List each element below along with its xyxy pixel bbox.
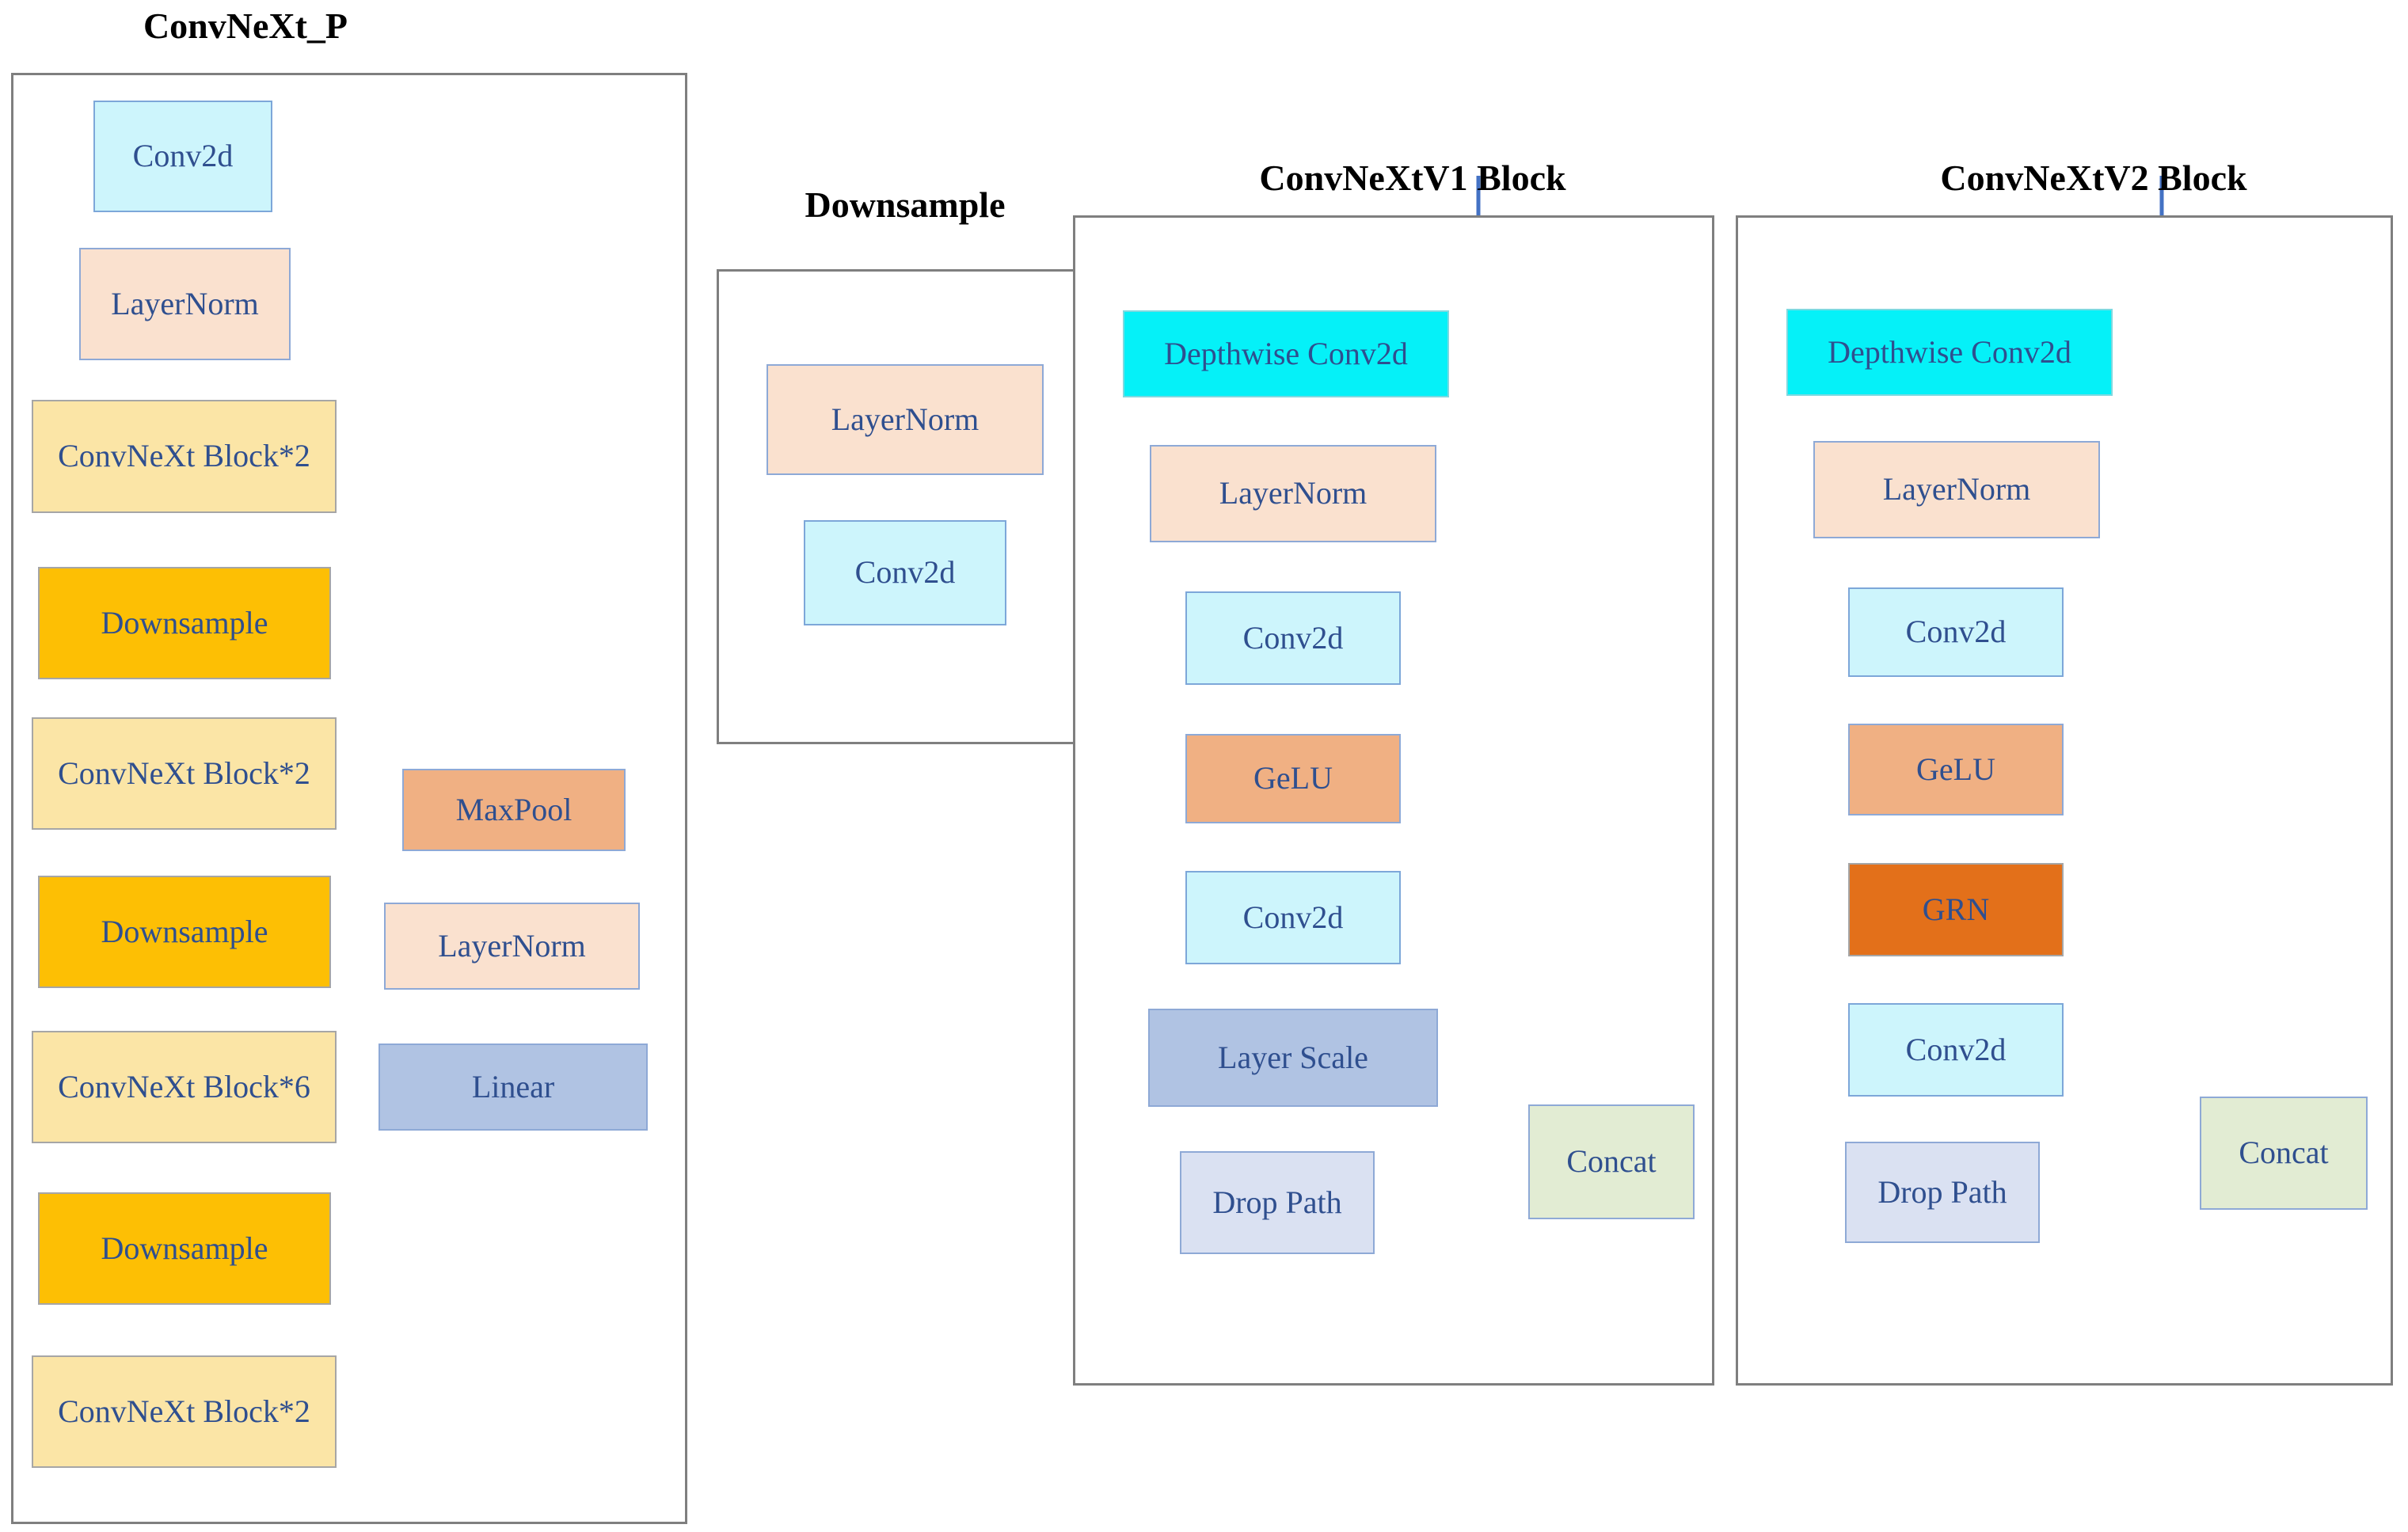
node-label: ConvNeXt Block*2 [58,1393,310,1429]
panel-title-convnextv1-block: ConvNeXtV1 Block [1259,158,1566,198]
node-label: Conv2d [1242,619,1344,656]
node-label: Downsample [101,604,268,641]
node-v2-gelu[interactable]: GeLU [1848,724,2064,815]
node-label: Concat [2239,1135,2329,1171]
node-v2-conv2d-2[interactable]: Conv2d [1848,1003,2064,1097]
node-ds-conv2d[interactable]: Conv2d [804,520,1006,625]
node-v2-grn[interactable]: GRN [1848,863,2064,956]
node-label: Downsample [101,913,268,949]
node-label: Linear [471,1068,555,1104]
node-v1-conv2d-2[interactable]: Conv2d [1185,871,1401,964]
node-label: Layer Scale [1218,1039,1368,1075]
node-label: GeLU [1916,751,1995,787]
node-layernorm[interactable]: LayerNorm [79,248,291,360]
node-label: GeLU [1253,760,1333,796]
node-label: LayerNorm [1882,471,2031,507]
node-maxpool[interactable]: MaxPool [402,769,626,851]
node-label: Conv2d [1905,1031,2007,1067]
panel-title-downsample: Downsample [805,184,1006,225]
panel-downsample [717,269,1090,744]
node-v1-layer-scale[interactable]: Layer Scale [1148,1009,1438,1107]
node-label: Conv2d [132,138,234,174]
node-downsample-1[interactable]: Downsample [38,567,331,679]
node-label: Downsample [101,1230,268,1266]
node-conv2d[interactable]: Conv2d [93,101,272,212]
node-label: LayerNorm [831,401,980,437]
node-v1-layernorm[interactable]: LayerNorm [1150,445,1436,542]
node-label: Depthwise Conv2d [1828,333,2071,370]
node-v2-drop-path[interactable]: Drop Path [1845,1142,2040,1243]
node-v1-conv2d-1[interactable]: Conv2d [1185,591,1401,685]
node-label: LayerNorm [111,285,259,321]
node-ds-layernorm[interactable]: LayerNorm [767,364,1044,475]
node-v1-concat[interactable]: Concat [1528,1104,1695,1219]
node-downsample-3[interactable]: Downsample [38,1192,331,1305]
node-v2-conv2d-1[interactable]: Conv2d [1848,587,2064,677]
panel-title-convnextv2-block: ConvNeXtV2 Block [1940,158,2247,198]
node-label: Depthwise Conv2d [1164,335,1408,371]
node-label: GRN [1922,891,1990,927]
node-v2-depthwise-conv2d[interactable]: Depthwise Conv2d [1786,309,2113,396]
node-label: ConvNeXt Block*2 [58,438,310,474]
node-v2-concat[interactable]: Concat [2200,1097,2368,1210]
node-label: Conv2d [1242,899,1344,935]
node-linear[interactable]: Linear [379,1044,648,1131]
node-label: Concat [1566,1143,1657,1180]
node-label: ConvNeXt Block*6 [58,1068,310,1104]
node-convnext-block-2b[interactable]: ConvNeXt Block*2 [32,717,337,830]
node-convnext-block-6[interactable]: ConvNeXt Block*6 [32,1031,337,1143]
node-v1-depthwise-conv2d[interactable]: Depthwise Conv2d [1123,310,1449,397]
panel-title-convnext-p: ConvNeXt_P [143,6,348,46]
node-v1-gelu[interactable]: GeLU [1185,734,1401,823]
node-label: Drop Path [1877,1173,2007,1210]
node-downsample-2[interactable]: Downsample [38,876,331,988]
node-label: LayerNorm [438,927,586,964]
node-layernorm-head[interactable]: LayerNorm [384,903,640,990]
node-label: LayerNorm [1219,475,1368,511]
node-label: Drop Path [1212,1184,1342,1220]
node-v1-drop-path[interactable]: Drop Path [1180,1151,1375,1254]
node-v2-layernorm[interactable]: LayerNorm [1813,441,2100,538]
node-label: ConvNeXt Block*2 [58,755,310,791]
node-convnext-block-2a[interactable]: ConvNeXt Block*2 [32,400,337,513]
node-label: Conv2d [1905,614,2007,650]
node-label: Conv2d [854,554,956,591]
node-label: MaxPool [455,791,573,827]
node-convnext-block-2c[interactable]: ConvNeXt Block*2 [32,1355,337,1468]
